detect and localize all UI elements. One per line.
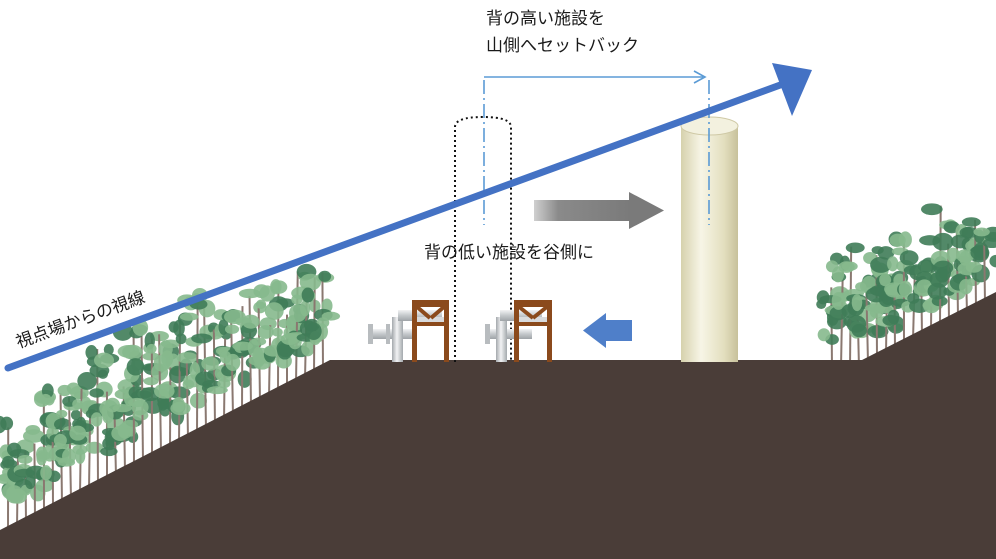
low-facility-1 [368, 300, 449, 362]
low-facility-2 [485, 300, 552, 362]
pipe-valve-icon [485, 310, 547, 362]
right-forest-icon [816, 203, 996, 369]
original-tank-outline [454, 115, 512, 362]
move-right-arrow [534, 192, 664, 229]
tall-facility-label-line1: 背の高い施設を [486, 9, 605, 29]
low-facility-label: 背の低い施設を谷側に [424, 243, 594, 263]
move-left-arrow [583, 313, 632, 348]
terrain-ground [0, 292, 996, 559]
sightline-arrow [4, 63, 812, 372]
steel-frame-icon [514, 300, 552, 362]
tall-facility-label-line2: 山側へセットバック [486, 36, 639, 56]
steel-frame-icon [412, 300, 449, 362]
setback-dimension-arrow [484, 70, 707, 84]
left-forest-icon [0, 263, 341, 532]
pipe-valve-icon [368, 310, 444, 362]
